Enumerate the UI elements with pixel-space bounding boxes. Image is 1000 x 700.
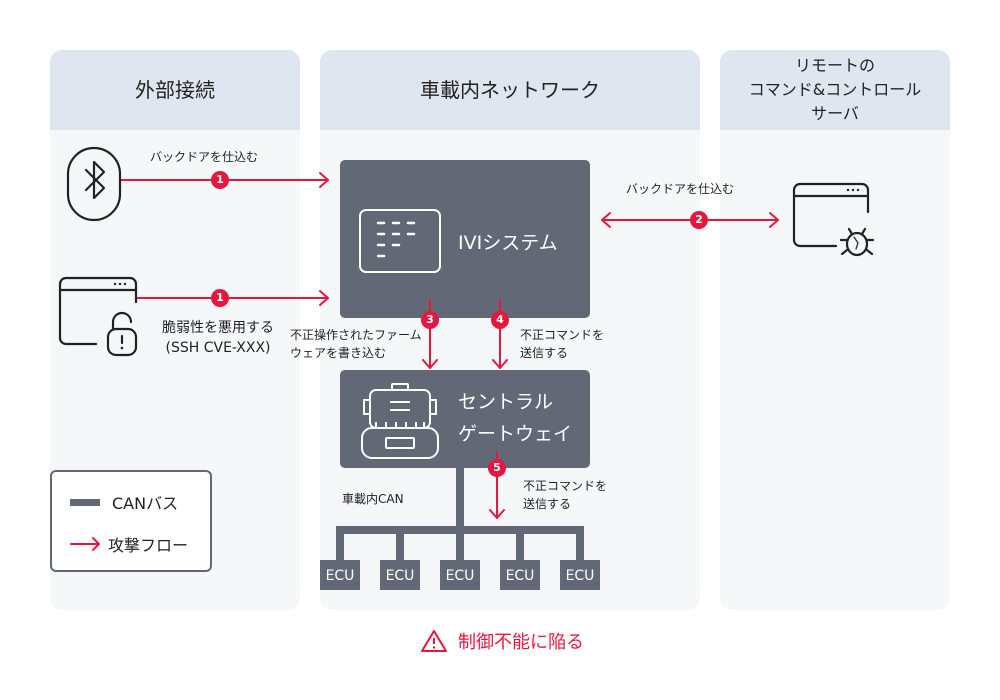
- remote-title-line: リモートの: [794, 56, 875, 75]
- ecu-node: ECU: [500, 560, 540, 590]
- gateway-label-line: セントラル: [458, 391, 554, 413]
- flow-label-5: 不正コマンドを 送信する: [523, 477, 607, 513]
- flow-label-line: (SSH CVE-XXX): [165, 340, 271, 356]
- gateway-label-line: ゲートウェイ: [458, 423, 573, 445]
- flow-label-line: ウェアを書き込む: [290, 346, 387, 360]
- legend: CANバス 攻撃フロー: [50, 470, 212, 572]
- display-panel-icon: [359, 209, 441, 273]
- remote-title-line: コマンド&コントロール: [748, 80, 922, 99]
- red-arrow-symbol: [70, 537, 100, 551]
- flow-label-1a: バックドアを仕込む: [150, 150, 259, 164]
- column-in-vehicle: 車載内ネットワーク: [320, 50, 700, 610]
- flow-label-1b: 脆弱性を悪用する (SSH CVE-XXX): [162, 318, 274, 358]
- ecu-node: ECU: [440, 560, 480, 590]
- ivi-system-label: IVIシステム: [458, 232, 558, 254]
- gray-bar-symbol: [70, 498, 100, 506]
- step-badge-1: 1: [211, 171, 229, 189]
- result-label: 制御不能に陥る: [458, 632, 584, 653]
- step-badge-1: 1: [211, 289, 229, 307]
- gateway-router-icon: [361, 383, 439, 459]
- ecu-node: ECU: [380, 560, 420, 590]
- ecu-node: ECU: [320, 560, 360, 590]
- flow-label-line: 不正コマンドを: [523, 479, 608, 493]
- step-badge-4: 4: [491, 311, 509, 329]
- column-remote: リモートの コマンド&コントロール サーバ: [720, 50, 950, 610]
- flow-label-3: 不正操作されたファーム ウェアを書き込む: [290, 326, 422, 362]
- step-badge-3: 3: [421, 311, 439, 329]
- legend-item-attack-flow: 攻撃フロー: [70, 532, 188, 556]
- flow-label-line: 脆弱性を悪用する: [162, 320, 274, 336]
- gateway-label: セントラル ゲートウェイ: [458, 386, 572, 450]
- flow-label-line: 送信する: [523, 497, 572, 511]
- flow-label-line: 不正コマンドを: [520, 328, 605, 342]
- flow-label-4: 不正コマンドを 送信する: [520, 326, 604, 362]
- column-title-remote: リモートの コマンド&コントロール サーバ: [720, 50, 950, 130]
- column-title-in-vehicle: 車載内ネットワーク: [320, 50, 700, 130]
- step-badge-2: 2: [690, 211, 708, 229]
- remote-title-line: サーバ: [811, 104, 859, 123]
- legend-label: 攻撃フロー: [108, 536, 189, 555]
- flow-label-2: バックドアを仕込む: [626, 182, 735, 196]
- ecu-node: ECU: [560, 560, 600, 590]
- flow-label-line: 送信する: [520, 346, 569, 360]
- can-bus-label: 車載内CAN: [342, 492, 404, 506]
- step-badge-5: 5: [488, 459, 506, 477]
- flow-label-line: 不正操作されたファーム: [290, 328, 422, 342]
- result-warning: 制御不能に陥る: [420, 628, 584, 654]
- legend-item-can-bus: CANバス: [70, 490, 178, 514]
- column-title-external: 外部接続: [50, 50, 300, 130]
- legend-label: CANバス: [112, 494, 179, 513]
- warning-icon: [421, 630, 447, 652]
- ivi-system-node: IVIシステム: [340, 160, 590, 318]
- central-gateway-node: セントラル ゲートウェイ: [340, 370, 590, 468]
